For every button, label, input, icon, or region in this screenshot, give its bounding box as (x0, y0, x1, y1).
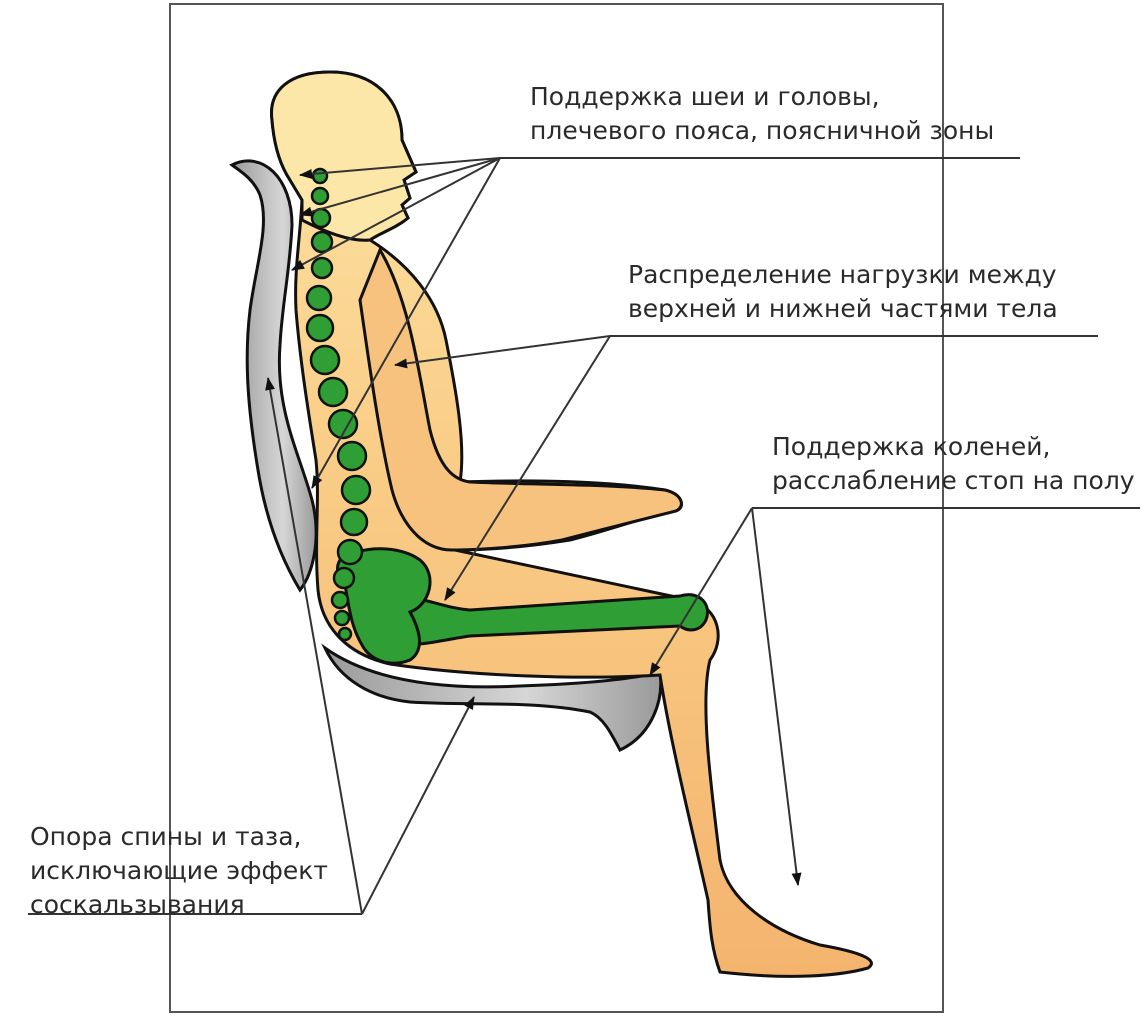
vertebra (319, 378, 347, 406)
vertebra (332, 592, 348, 608)
arrow-seat (362, 697, 474, 914)
vertebra (338, 442, 366, 470)
label-back-support: Опора спины и таза, исключающие эффект с… (30, 820, 328, 922)
label-neck-support: Поддержка шеи и головы, плечевого пояса,… (530, 80, 994, 148)
vertebra (341, 509, 367, 535)
vertebra (339, 628, 351, 640)
vertebra (311, 346, 339, 374)
vertebra (312, 258, 332, 278)
vertebra (307, 315, 333, 341)
label-knee-support: Поддержка коленей, расслабление стоп на … (772, 430, 1135, 498)
label-knee-support-line-2: расслабление стоп на полу (772, 464, 1135, 498)
vertebra (338, 540, 362, 564)
vertebra (313, 169, 327, 183)
label-load-distribution-line-1: Распределение нагрузки между (628, 258, 1058, 292)
vertebra (335, 611, 349, 625)
label-back-support-line-1: Опора спины и таза, (30, 820, 328, 854)
arrow-load-thigh (445, 336, 610, 600)
vertebra (342, 476, 370, 504)
vertebra (312, 188, 328, 204)
label-back-support-line-2: исключающие эффект (30, 854, 328, 888)
label-neck-support-line-1: Поддержка шеи и головы, (530, 80, 994, 114)
label-load-distribution-line-2: верхней и нижней частями тела (628, 292, 1058, 326)
label-knee-support-line-1: Поддержка коленей, (772, 430, 1135, 464)
label-back-support-line-3: соскальзывания (30, 888, 328, 922)
vertebra (307, 286, 331, 310)
label-load-distribution: Распределение нагрузки между верхней и н… (628, 258, 1058, 326)
label-neck-support-line-2: плечевого пояса, поясничной зоны (530, 114, 994, 148)
arrow-feet (752, 508, 798, 885)
vertebra (334, 568, 354, 588)
